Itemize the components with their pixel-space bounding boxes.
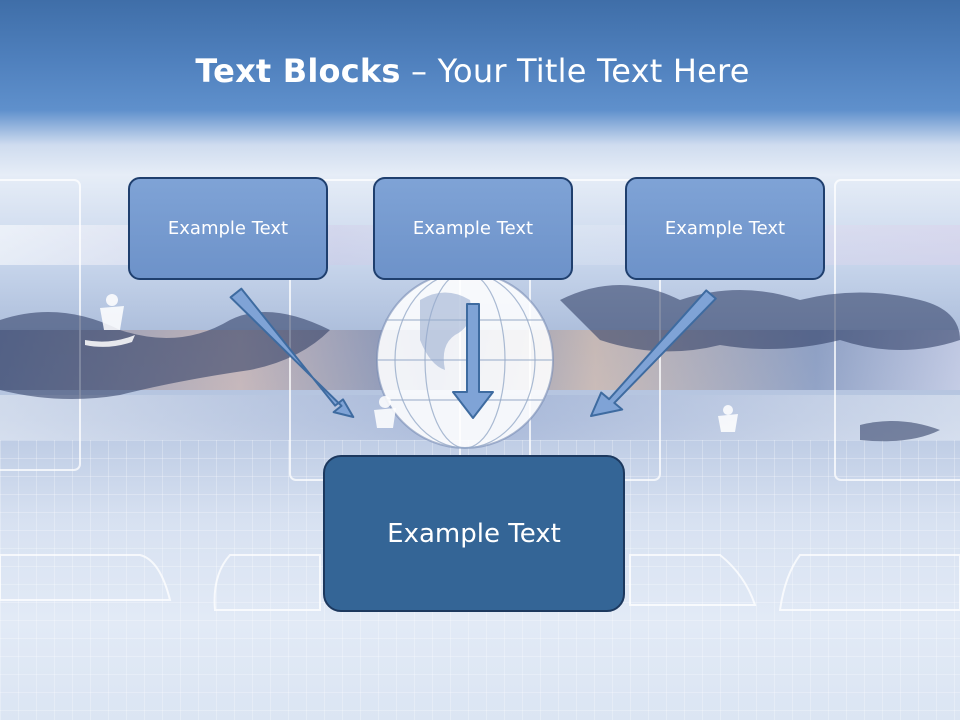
splash-shape — [860, 421, 940, 442]
surfer-figure — [85, 294, 135, 347]
text-block-left[interactable]: Example Text — [128, 177, 328, 280]
arrow-center-down — [452, 303, 494, 419]
surfer-figure — [374, 396, 396, 428]
text-block-center[interactable]: Example Text — [373, 177, 573, 280]
text-block-right-label: Example Text — [664, 218, 786, 239]
text-block-target-label: Example Text — [387, 518, 561, 549]
title-bold: Text Blocks — [195, 52, 401, 90]
text-block-target[interactable]: Example Text — [323, 455, 625, 612]
title-rest: Your Title Text Here — [437, 52, 750, 90]
arrow-right-diagonal — [590, 289, 717, 417]
title-dash: – — [400, 52, 438, 90]
arrow-left-diagonal — [229, 287, 355, 418]
keyboard-outline — [778, 554, 960, 611]
text-block-center-label: Example Text — [412, 218, 534, 239]
text-block-right[interactable]: Example Text — [625, 177, 825, 280]
splash-shape — [0, 312, 330, 399]
surfer-figure — [718, 405, 738, 432]
keyboard-outline — [629, 554, 757, 606]
text-block-left-label: Example Text — [167, 218, 289, 239]
slide-title: Text Blocks – Your Title Text Here — [0, 52, 945, 90]
keyboard-outline — [213, 554, 321, 611]
splash-shape — [560, 285, 960, 352]
keyboard-outline — [0, 554, 172, 601]
